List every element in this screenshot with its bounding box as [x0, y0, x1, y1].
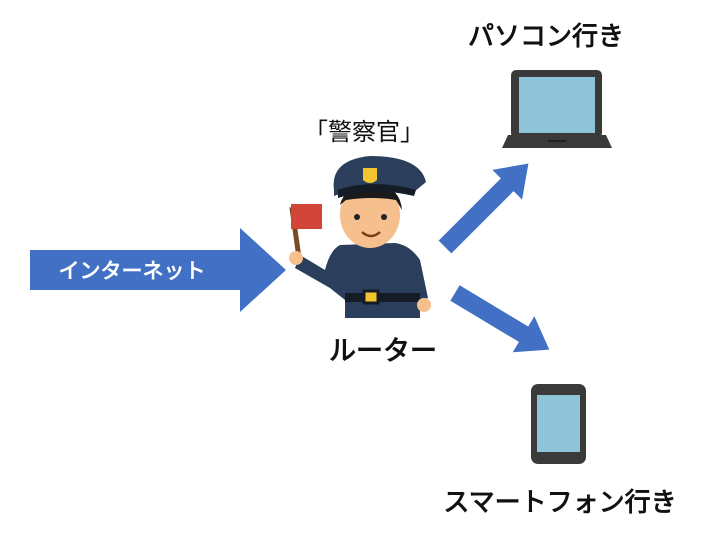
router-label: ルーター [329, 336, 437, 367]
laptop-icon [502, 70, 612, 148]
smartphone-destination-label: スマートフォン行き [443, 487, 676, 518]
pc-destination-label: パソコン行き [468, 21, 624, 52]
internet-arrow [30, 228, 286, 312]
internet-label: インターネット [59, 259, 206, 283]
police-caption: 「警察官」 [304, 118, 424, 146]
arrow-to-smartphone [450, 285, 550, 353]
arrow-to-pc [438, 163, 529, 254]
smartphone-icon [531, 384, 586, 464]
police-officer-icon [289, 156, 431, 318]
